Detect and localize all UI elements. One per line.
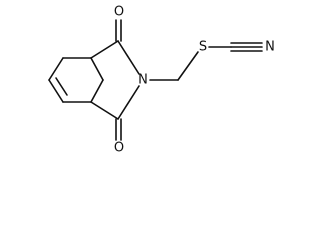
- atom-label-oxygen-top: O: [114, 5, 124, 20]
- bond-carbonyl-bottom-c4: [90, 101, 119, 120]
- chemical-structure-diagram: O N O S N: [48, 5, 275, 156]
- bond-ring-c6-c1: [48, 57, 64, 81]
- bond-ch2-s: [177, 51, 199, 81]
- atom-label-nitrogen: N: [138, 73, 148, 88]
- atom-label-sulfur: S: [199, 40, 207, 55]
- atom-label-oxygen-bottom: O: [114, 141, 124, 156]
- bond-ring-c5-c6: [48, 79, 64, 103]
- bond-ring-c3-c4: [90, 79, 104, 103]
- bond-carbonyl-top-n: [117, 40, 140, 75]
- bond-lines: [48, 19, 263, 141]
- bond-ring-double-inner: [55, 77, 68, 96]
- bond-n-carbonyl-bottom: [117, 85, 140, 120]
- atom-label-nitrile-nitrogen: N: [265, 40, 275, 55]
- atom-labels: O N O S N: [114, 5, 275, 156]
- bond-ring-c2-c3: [90, 57, 104, 81]
- bond-c2-carbonyl-top: [90, 40, 119, 59]
